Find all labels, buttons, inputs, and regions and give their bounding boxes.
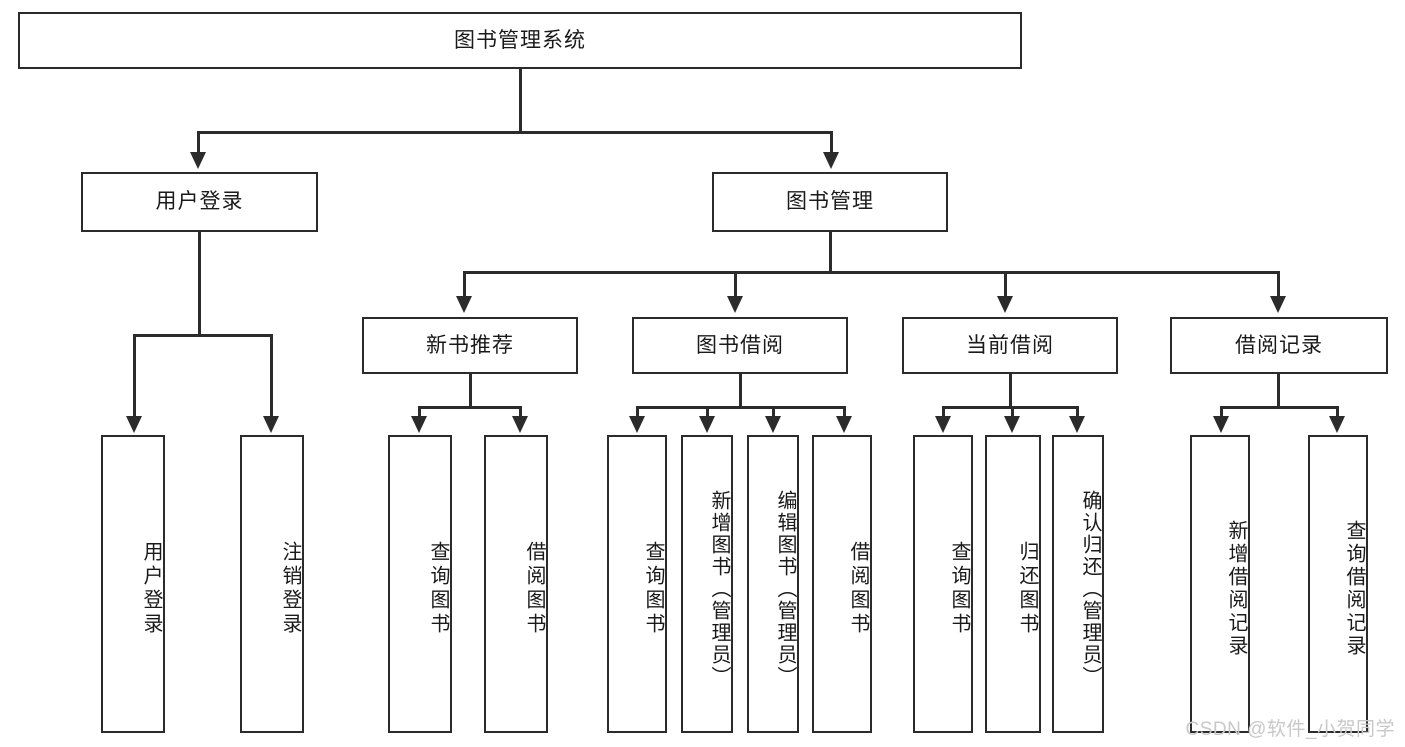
node-label: 注销登录 [279, 541, 301, 637]
edge-cb-to-leaf1 [942, 406, 945, 418]
arrowhead-user-login-to-leaf1 [126, 416, 142, 433]
node-label: 查询图书 [642, 541, 664, 637]
edge-bb-to-leaf1 [636, 406, 639, 418]
node-user-login[interactable]: 用户登录 [81, 172, 318, 232]
leaf-add-book-admin[interactable]: 新增图书（管理员） [681, 435, 733, 733]
edge-br-to-leaf2 [1336, 406, 1339, 418]
arrowhead-br-to-leaf1 [1213, 416, 1229, 433]
edge-bb-to-leaf3 [772, 406, 775, 418]
node-label: 归还图书 [1016, 541, 1038, 637]
arrowhead-cb-to-leaf2 [1004, 416, 1020, 433]
leaf-query-borrow-record[interactable]: 查询借阅记录 [1308, 435, 1368, 733]
node-label: 编辑图书（管理员） [774, 490, 796, 688]
edge-bm-to-borrow-record [1277, 271, 1280, 298]
arrowhead-cb-to-leaf1 [935, 416, 951, 433]
edge-nbr-trunk [469, 374, 472, 408]
node-label: 用户登录 [155, 190, 244, 214]
edge-cb-to-leaf2 [1011, 406, 1014, 418]
edge-user-login-bus [133, 334, 272, 337]
arrowhead-bb-to-leaf1 [629, 416, 645, 433]
edge-bm-to-current-borrow [1004, 271, 1007, 298]
edge-bm-to-book-borrow [734, 271, 737, 298]
edge-bb-to-leaf4 [843, 406, 846, 418]
node-label: 图书管理系统 [454, 28, 586, 52]
edge-user-login-to-leaf1 [133, 334, 136, 418]
node-label: 新增图书（管理员） [708, 490, 730, 688]
arrowhead-bm-to-new-book-rec [456, 296, 472, 313]
arrowhead-nbr-to-leaf1 [411, 416, 427, 433]
leaf-query-book-borrowing[interactable]: 查询图书 [607, 435, 667, 733]
node-label: 用户登录 [140, 541, 162, 637]
arrowhead-nbr-to-leaf2 [512, 416, 528, 433]
leaf-borrow-book[interactable]: 借阅图书 [812, 435, 872, 733]
node-label: 当前借阅 [966, 333, 1054, 357]
node-new-book-recommendation[interactable]: 新书推荐 [362, 317, 578, 374]
arrowhead-bm-to-borrow-record [1270, 296, 1286, 313]
leaf-edit-book-admin[interactable]: 编辑图书（管理员） [747, 435, 799, 733]
edge-book-manage-trunk [829, 232, 832, 273]
edge-cb-trunk [1009, 374, 1012, 408]
leaf-add-borrow-record[interactable]: 新增借阅记录 [1190, 435, 1250, 733]
node-label: 图书借阅 [696, 333, 784, 357]
arrowhead-bm-to-current-borrow [997, 296, 1013, 313]
node-label: 新书推荐 [426, 333, 514, 357]
edge-br-trunk [1277, 374, 1280, 408]
node-current-borrowing[interactable]: 当前借阅 [902, 317, 1118, 374]
edge-root-trunk [519, 69, 522, 132]
leaf-query-book-current[interactable]: 查询图书 [913, 435, 973, 733]
edge-user-login-trunk [198, 232, 201, 336]
node-label: 查询图书 [427, 541, 449, 637]
node-label: 查询借阅记录 [1343, 520, 1365, 658]
node-label: 新增借阅记录 [1225, 520, 1247, 658]
leaf-query-book-recommendation[interactable]: 查询图书 [388, 435, 452, 733]
edge-root-bus [197, 131, 833, 134]
edge-user-login-to-leaf2 [270, 334, 273, 418]
edge-bb-to-leaf2 [706, 406, 709, 418]
arrowhead-bm-to-book-borrow [727, 296, 743, 313]
edge-bb-trunk [739, 374, 742, 408]
edge-br-to-leaf1 [1220, 406, 1223, 418]
edge-cb-to-leaf3 [1076, 406, 1079, 418]
arrowhead-cb-to-leaf3 [1069, 416, 1085, 433]
arrowhead-br-to-leaf2 [1329, 416, 1345, 433]
node-label: 借阅图书 [523, 541, 545, 637]
node-label: 查询图书 [948, 541, 970, 637]
arrowhead-bb-to-leaf3 [765, 416, 781, 433]
edge-nbr-bus [418, 406, 522, 409]
edge-root-to-user-login [197, 131, 200, 154]
leaf-confirm-return-admin[interactable]: 确认归还（管理员） [1052, 435, 1104, 733]
leaf-user-login[interactable]: 用户登录 [101, 435, 165, 733]
edge-book-manage-bus [463, 271, 1280, 274]
arrowhead-user-login-to-leaf2 [263, 416, 279, 433]
edge-cb-bus [942, 406, 1078, 409]
node-root-book-management-system[interactable]: 图书管理系统 [18, 12, 1022, 69]
edge-root-to-book-manage [830, 131, 833, 154]
arrowhead-bb-to-leaf4 [836, 416, 852, 433]
edge-nbr-to-leaf1 [418, 406, 421, 418]
arrowhead-bb-to-leaf2 [699, 416, 715, 433]
edge-bm-to-new-book-rec [463, 271, 466, 298]
node-label: 确认归还（管理员） [1079, 490, 1101, 688]
node-label: 借阅记录 [1235, 333, 1323, 357]
leaf-return-book[interactable]: 归还图书 [985, 435, 1041, 733]
node-book-management[interactable]: 图书管理 [712, 172, 948, 232]
node-book-borrowing[interactable]: 图书借阅 [632, 317, 848, 374]
arrowhead-root-to-user-login [190, 152, 206, 169]
edge-br-bus [1220, 406, 1338, 409]
arrowhead-root-to-book-manage [823, 152, 839, 169]
edge-nbr-to-leaf2 [519, 406, 522, 418]
node-label: 图书管理 [786, 190, 874, 214]
edge-bb-bus [636, 406, 846, 409]
leaf-logout[interactable]: 注销登录 [240, 435, 304, 733]
node-borrowing-record[interactable]: 借阅记录 [1170, 317, 1388, 374]
node-label: 借阅图书 [847, 541, 869, 637]
leaf-borrow-book-recommendation[interactable]: 借阅图书 [484, 435, 548, 733]
